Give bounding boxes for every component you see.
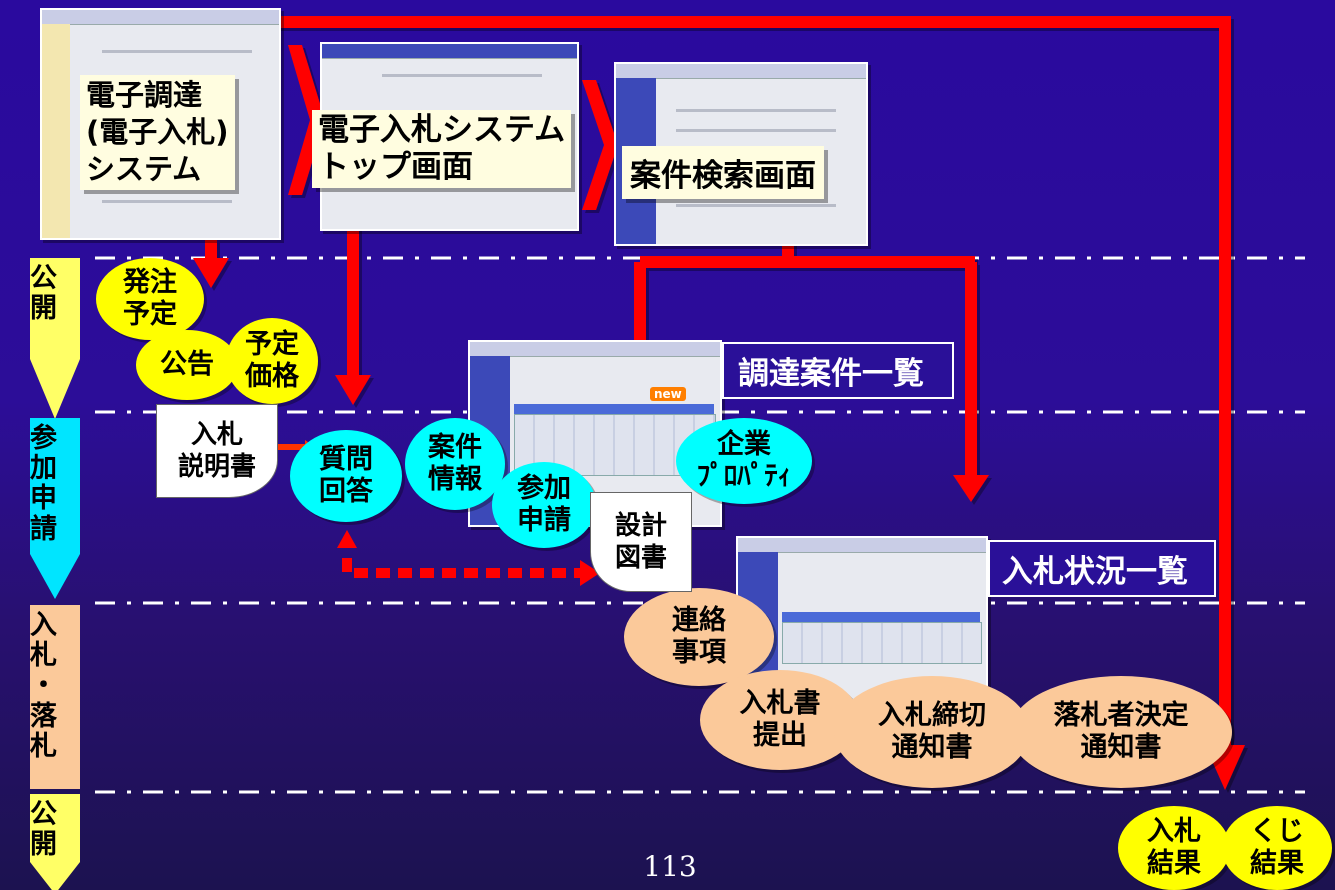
arrowhead — [335, 375, 371, 405]
bubble-notice: 公告 — [136, 330, 238, 400]
procurement-list-label: 調達案件一覧 — [722, 342, 954, 399]
doc-bid-manual: 入札 説明書 — [156, 404, 278, 498]
bubble-qa: 質問 回答 — [290, 430, 402, 522]
bubble-company-property: 企業 ﾌﾟﾛﾊﾟﾃｨ — [676, 418, 812, 504]
arrowhead — [953, 475, 989, 502]
search-screen-title: 案件検索画面 — [622, 146, 824, 199]
doc-design-docs: 設計 図書 — [590, 492, 692, 592]
bubble-order-plan: 発注 予定 — [96, 258, 204, 340]
bubble-bid-submission: 入札書 提出 — [700, 670, 860, 770]
bubble-contact-items: 連絡 事項 — [624, 588, 774, 686]
phase-label: 入 札 ・ 落 札 — [30, 605, 80, 789]
phase-open-result: 公 開 — [30, 794, 80, 890]
bubble-bid-result: 入札 結果 — [1118, 806, 1230, 890]
down-arrow — [205, 240, 217, 260]
chevron-arrow — [582, 80, 618, 210]
system-title: 電子調達 (電子入札) システム — [80, 75, 235, 191]
top-screen-title: 電子入札システム トップ画面 — [312, 110, 572, 189]
arrowhead — [193, 258, 229, 288]
bid-status-list-label: 入札状況一覧 — [988, 540, 1216, 597]
bubble-lottery-result: くじ 結果 — [1222, 806, 1332, 890]
phase-label: 参 加 申 請 — [30, 418, 80, 554]
phase-bid: 入 札 ・ 落 札 — [30, 605, 80, 789]
bubble-planned-price: 予定 価格 — [226, 318, 318, 404]
bubble-deadline-notice: 入札締切 通知書 — [834, 676, 1030, 788]
bubble-case-info: 案件 情報 — [405, 418, 505, 510]
phase-label: 公 開 — [30, 258, 80, 359]
down-arrow — [347, 208, 359, 378]
bubble-winner-notice: 落札者決定 通知書 — [1010, 676, 1232, 788]
result-arrow — [275, 16, 1231, 760]
page-number: 113 — [643, 850, 697, 883]
new-badge: new — [650, 387, 686, 401]
phase-apply: 参 加 申 請 — [30, 418, 80, 599]
phase-open: 公 開 — [30, 258, 80, 419]
bubble-participation: 参加 申請 — [492, 462, 596, 548]
phase-label: 公 開 — [30, 794, 80, 862]
